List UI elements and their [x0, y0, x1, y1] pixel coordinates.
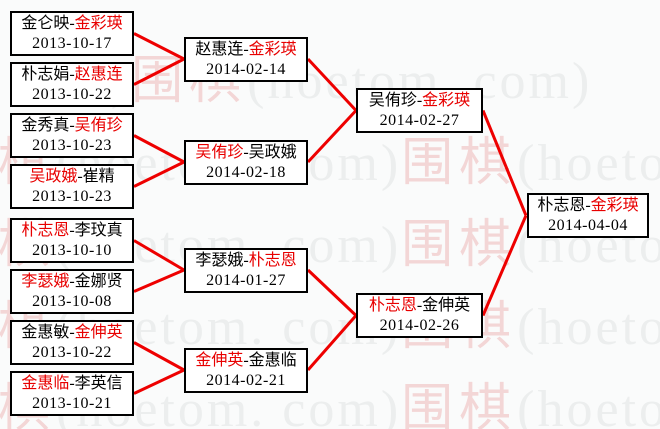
player1-name: 李瑟娥	[195, 252, 244, 269]
match-date: 2013-10-23	[32, 137, 112, 154]
player2-name: 赵惠连	[74, 66, 123, 83]
match-date: 2013-10-23	[32, 188, 112, 205]
separator: -	[69, 375, 75, 392]
separator: -	[69, 273, 75, 290]
player2-name: 吴政娥	[248, 144, 297, 161]
player1-name: 金惠临	[21, 375, 70, 392]
match-date: 2013-10-10	[32, 242, 112, 259]
match-date: 2014-02-14	[206, 61, 286, 78]
watermark-cn-text: 围棋	[401, 135, 518, 192]
player2-name: 金娜贤	[74, 273, 123, 290]
player1-name: 吴侑珍	[368, 92, 417, 109]
player2-name: 金彩瑛	[422, 92, 471, 109]
player1-name: 金秀真	[21, 117, 70, 134]
player1-name: 金伸英	[195, 352, 244, 369]
player1-name: 朴志恩	[537, 197, 586, 214]
matchup-line: 朴志恩-金伸英	[358, 296, 481, 316]
match-date: 2014-02-18	[206, 164, 286, 181]
matchup-line: 金仑映-金彩瑛	[12, 14, 132, 34]
matchup-line: 吴侑珍-吴政娥	[186, 143, 306, 163]
separator: -	[69, 117, 75, 134]
matchup-line: 李瑟娥-金娜贤	[12, 272, 132, 292]
match-date: 2013-10-22	[32, 86, 112, 103]
match-date: 2013-10-08	[32, 293, 112, 310]
player2-name: 金惠临	[248, 352, 297, 369]
matchup-line: 金惠敏-金伸英	[12, 323, 132, 343]
player1-name: 赵惠连	[195, 41, 244, 58]
match-date: 2013-10-22	[32, 344, 112, 361]
separator: -	[69, 66, 75, 83]
watermark-cn-text: 围棋	[401, 217, 518, 274]
matchup-line: 李瑟娥-朴志恩	[186, 251, 306, 271]
match-date: 2013-10-21	[32, 395, 112, 412]
separator: -	[77, 168, 83, 185]
match-date: 2014-02-21	[206, 372, 286, 389]
player1-name: 吴侑珍	[195, 144, 244, 161]
matchup-line: 金秀真-吴侑珍	[12, 116, 132, 136]
separator: -	[69, 15, 75, 32]
player1-name: 金仑映	[21, 15, 70, 32]
player2-name: 朴志恩	[248, 252, 297, 269]
player1-name: 李瑟娥	[21, 273, 70, 290]
separator: -	[243, 352, 249, 369]
matchup-line: 吴政娥-崔精	[12, 167, 132, 187]
watermark-latin-text: (hoetom. com)	[517, 135, 660, 192]
separator: -	[69, 324, 75, 341]
player1-name: 朴志恩	[21, 222, 70, 239]
separator: -	[416, 297, 423, 314]
separator: -	[69, 222, 75, 239]
watermark-cn-text: 围棋	[401, 381, 518, 429]
player2-name: 金彩瑛	[590, 197, 639, 214]
player2-name: 李英信	[74, 375, 123, 392]
matchup-line: 吴侑珍-金彩瑛	[358, 91, 481, 111]
player2-name: 崔精	[82, 168, 115, 185]
separator: -	[243, 144, 249, 161]
match-date: 2014-02-26	[379, 317, 460, 334]
matchup-line: 朴志恩-李玟真	[12, 221, 132, 241]
matchup-line: 金伸英-金惠临	[186, 351, 306, 371]
watermark-latin-text: (hoetom. com)	[517, 381, 660, 429]
player2-name: 金彩瑛	[74, 15, 123, 32]
matchup-line: 金惠临-李英信	[12, 374, 132, 394]
separator: -	[243, 41, 249, 58]
match-date: 2014-04-04	[548, 217, 628, 234]
separator: -	[416, 92, 423, 109]
player2-name: 李玟真	[74, 222, 123, 239]
player1-name: 吴政娥	[29, 168, 78, 185]
player2-name: 金彩瑛	[248, 41, 297, 58]
player2-name: 吴侑珍	[74, 117, 123, 134]
player1-name: 朴志娟	[21, 66, 70, 83]
match-date: 2013-10-17	[32, 35, 112, 52]
player1-name: 朴志恩	[368, 297, 417, 314]
player2-name: 金伸英	[422, 297, 471, 314]
separator: -	[585, 197, 591, 214]
watermark-latin-text: (hoetom. com)	[517, 299, 660, 356]
player1-name: 金惠敏	[21, 324, 70, 341]
matchup-line: 朴志娟-赵惠连	[12, 65, 132, 85]
separator: -	[243, 252, 249, 269]
match-date: 2014-02-27	[379, 112, 460, 129]
player2-name: 金伸英	[74, 324, 123, 341]
matchup-line: 赵惠连-金彩瑛	[186, 40, 306, 60]
match-date: 2014-01-27	[206, 272, 286, 289]
matchup-line: 朴志恩-金彩瑛	[529, 196, 647, 216]
